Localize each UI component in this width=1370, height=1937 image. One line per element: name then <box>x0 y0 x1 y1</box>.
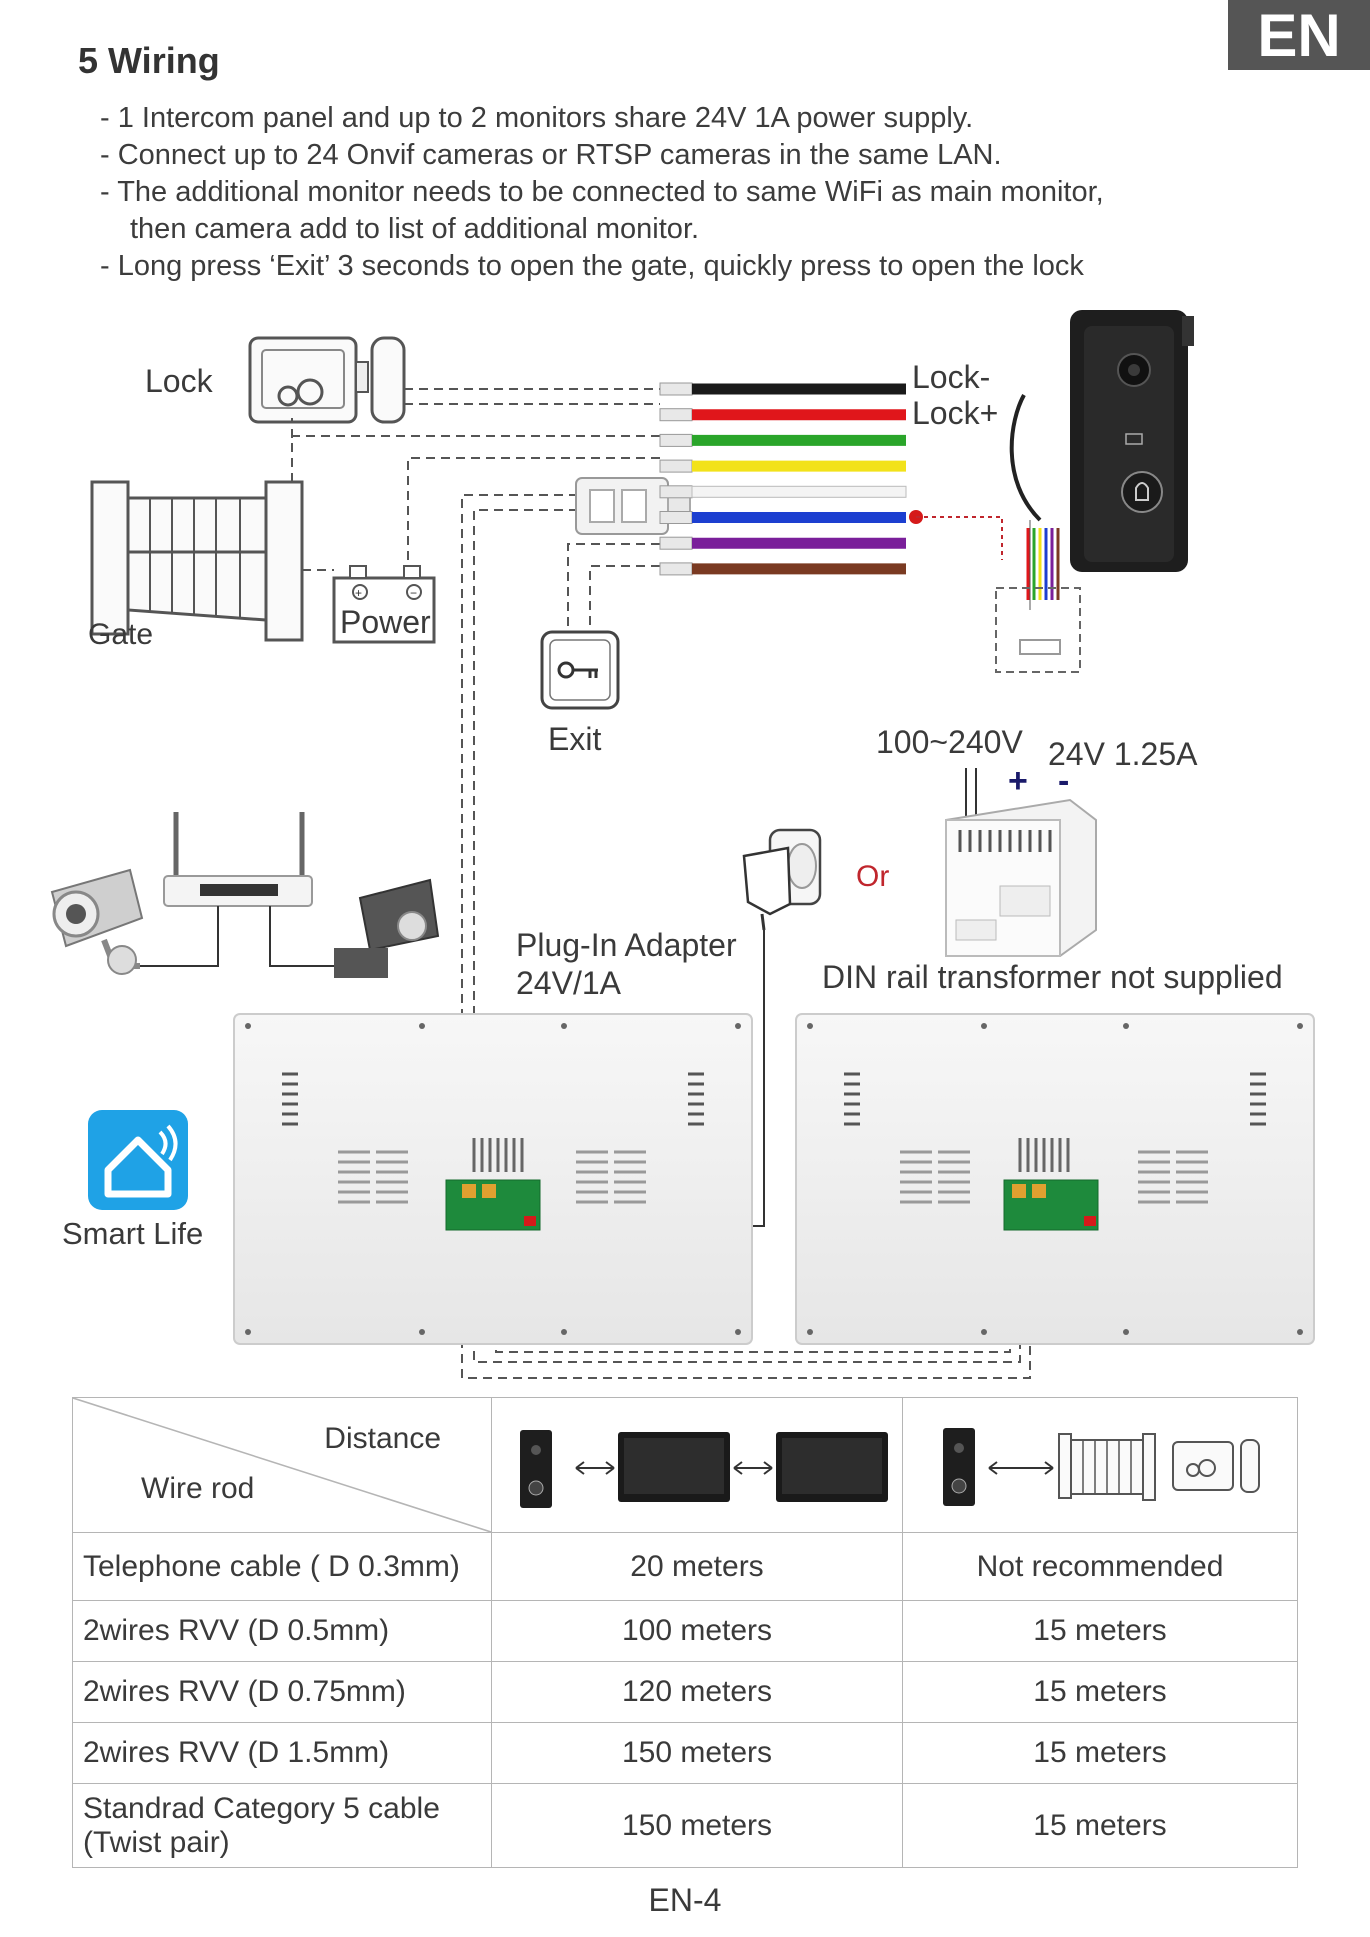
wire-terminal <box>659 511 693 524</box>
wire-type-cell: 2wires RVV (D 1.5mm) <box>72 1722 492 1784</box>
exit-label: Exit <box>548 721 601 757</box>
wiring-diagram: Lock Gate + − Power <box>50 310 1315 1379</box>
note-additional-monitor-line2: then camera add to list of additional mo… <box>130 213 700 245</box>
wire-rod-header: Wire rod <box>141 1472 255 1505</box>
table-row: 2wires RVV (D 0.75mm) 120 meters 15 mete… <box>72 1661 1298 1723</box>
panel-to-lock-header <box>902 1397 1298 1533</box>
din-output-rating: 24V 1.25A <box>1048 736 1198 772</box>
din-rail-note: DIN rail transformer not supplied <box>822 959 1283 995</box>
lock-distance-cell: 15 meters <box>902 1661 1298 1723</box>
monitor-to-monitor-header <box>491 1397 903 1533</box>
wire-type-line2: (Twist pair) <box>83 1825 230 1859</box>
din-plus-terminal: + <box>1008 762 1028 800</box>
wire-terminal <box>659 382 693 396</box>
monitor-distance-cell: 150 meters <box>491 1783 903 1868</box>
din-rail-transformer-icon <box>945 768 1097 957</box>
lock-distance-cell: Not recommended <box>902 1532 1298 1601</box>
corner-diagonal <box>73 1398 491 1532</box>
table-row: Telephone cable ( D 0.3mm) 20 meters Not… <box>72 1532 1298 1601</box>
monitor-distance-cell: 100 meters <box>491 1600 903 1662</box>
note-additional-monitor: - The additional monitor needs to be con… <box>100 174 1300 248</box>
junction-dotted-line <box>916 516 1003 560</box>
lock-minus-label: Lock- <box>912 359 990 395</box>
note-additional-monitor-line1: - The additional monitor needs to be con… <box>100 176 1104 208</box>
wire-type-cell: 2wires RVV (D 0.5mm) <box>72 1600 492 1662</box>
adapter-label-line1: Plug-In Adapter <box>516 927 737 963</box>
wire-type-line1: Standrad Category 5 cable <box>83 1791 440 1825</box>
table-row: 2wires RVV (D 1.5mm) 150 meters 15 meter… <box>72 1722 1298 1784</box>
lock-icon <box>248 336 406 424</box>
distance-header: Distance <box>324 1422 441 1455</box>
wire-terminal <box>659 408 693 422</box>
note-cameras: - Connect up to 24 Onvif cameras or RTSP… <box>100 139 1002 171</box>
table-corner-cell: Distance Wire rod <box>72 1397 492 1533</box>
language-tag: EN <box>1228 0 1370 70</box>
lock-plus-label: Lock+ <box>912 395 998 431</box>
wire-type-cell: Telephone cable ( D 0.3mm) <box>72 1532 492 1601</box>
wire-terminal <box>659 459 693 473</box>
table-row: 2wires RVV (D 0.5mm) 100 meters 15 meter… <box>72 1600 1298 1662</box>
monitor-distance-cell: 20 meters <box>491 1532 903 1601</box>
main-monitor-back <box>233 1013 753 1345</box>
wire-terminal <box>659 433 693 447</box>
wiring-notes: - 1 Intercom panel and up to 2 monitors … <box>100 100 1300 285</box>
wire-terminal <box>659 536 693 550</box>
exit-button-icon <box>540 630 620 710</box>
gate-label: Gate <box>88 618 153 651</box>
monitor-distance-cell: 150 meters <box>491 1722 903 1784</box>
lock-label: Lock <box>145 363 214 399</box>
wire-terminal <box>659 562 693 576</box>
power-plus-glyph: + <box>355 586 362 600</box>
monitor-distance-cell: 120 meters <box>491 1661 903 1723</box>
security-camera-right-icon <box>334 878 440 978</box>
panel-monitor-monitor-icon <box>520 1430 888 1508</box>
note-power-supply: - 1 Intercom panel and up to 2 monitors … <box>100 102 974 134</box>
lock-distance-cell: 15 meters <box>902 1600 1298 1662</box>
power-minus-glyph: − <box>410 586 417 600</box>
smart-life-app-icon <box>88 1110 188 1210</box>
page-number: EN-4 <box>648 1882 722 1918</box>
gate-icon <box>90 480 304 642</box>
wire-type-cell: Standrad Category 5 cable (Twist pair) <box>72 1783 492 1868</box>
wire-terminal <box>659 485 693 499</box>
or-label: Or <box>856 860 889 893</box>
wire-type-cell: 2wires RVV (D 0.75mm) <box>72 1661 492 1723</box>
din-input-voltage: 100~240V <box>876 724 1023 760</box>
doorbell-panel-icon <box>995 310 1194 673</box>
lock-distance-cell: 15 meters <box>902 1722 1298 1784</box>
section-title: 5 Wiring <box>78 40 220 81</box>
dashed-wiring <box>291 388 1031 1379</box>
smart-life-label: Smart Life <box>62 1216 203 1251</box>
plug-in-adapter-icon <box>534 828 822 1227</box>
note-exit-button: - Long press ‘Exit’ 3 seconds to open th… <box>100 250 1084 282</box>
wire-distance-table: Distance Wire rod <box>72 1397 1298 1868</box>
security-camera-left-icon <box>50 868 144 975</box>
panel-gate-lock-icon <box>943 1428 1260 1506</box>
router-icon <box>140 812 340 967</box>
power-label: Power <box>340 604 431 640</box>
power-box: + − <box>332 565 436 644</box>
table-row: Standrad Category 5 cable (Twist pair) 1… <box>72 1783 1298 1868</box>
table-header-row: Distance Wire rod <box>72 1397 1298 1533</box>
adapter-label-line2: 24V/1A <box>516 965 622 1001</box>
lock-distance-cell: 15 meters <box>902 1783 1298 1868</box>
white-wire-outline <box>691 485 907 498</box>
din-minus-terminal: - <box>1058 762 1069 800</box>
additional-monitor-back <box>795 1013 1315 1345</box>
panel-wire-bundle <box>659 382 907 576</box>
